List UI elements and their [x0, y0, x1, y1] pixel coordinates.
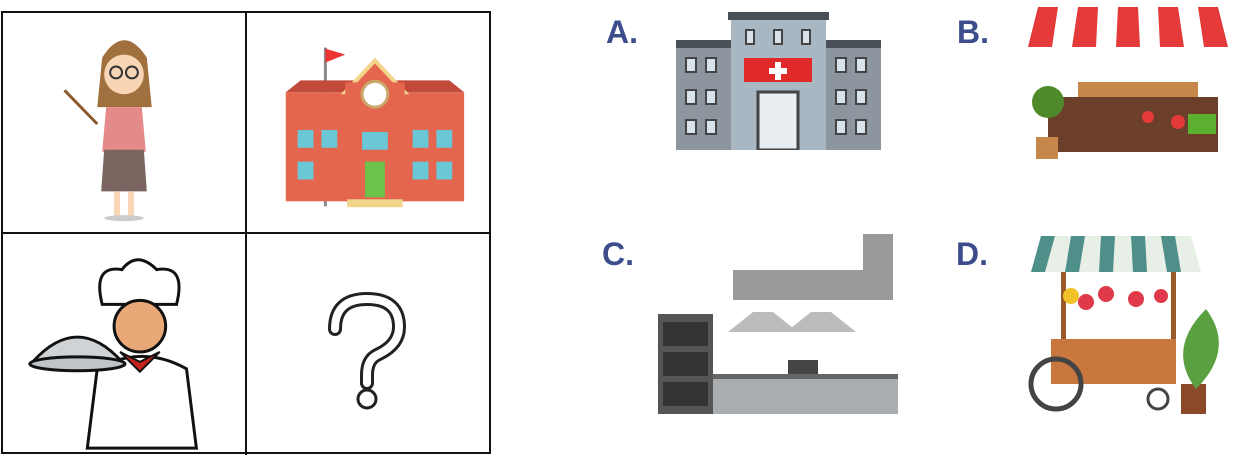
school-icon — [285, 47, 465, 208]
chef-icon — [28, 258, 199, 450]
hospital-icon — [676, 12, 881, 152]
option-c-label[interactable]: C. — [602, 236, 634, 272]
option-d-label[interactable]: D. — [956, 236, 988, 272]
flower-cart-icon — [1028, 236, 1219, 414]
option-c-kitchen[interactable] — [658, 232, 898, 414]
grid-cell-unknown — [247, 234, 491, 455]
grid-cell-teacher — [3, 13, 247, 234]
grid-cell-school — [247, 13, 491, 234]
kitchen-icon — [658, 234, 898, 414]
teacher-icon — [63, 40, 152, 222]
option-a-hospital[interactable] — [676, 10, 881, 152]
option-b-label[interactable]: B. — [957, 14, 989, 50]
grid-cell-chef — [3, 234, 247, 455]
option-b-market[interactable] — [1028, 2, 1228, 162]
option-a-label[interactable]: A. — [606, 14, 638, 50]
option-d-flower-cart[interactable] — [1026, 234, 1231, 416]
question-mark-icon — [328, 291, 407, 410]
market-stall-icon — [1028, 7, 1228, 159]
puzzle-grid — [1, 11, 491, 455]
